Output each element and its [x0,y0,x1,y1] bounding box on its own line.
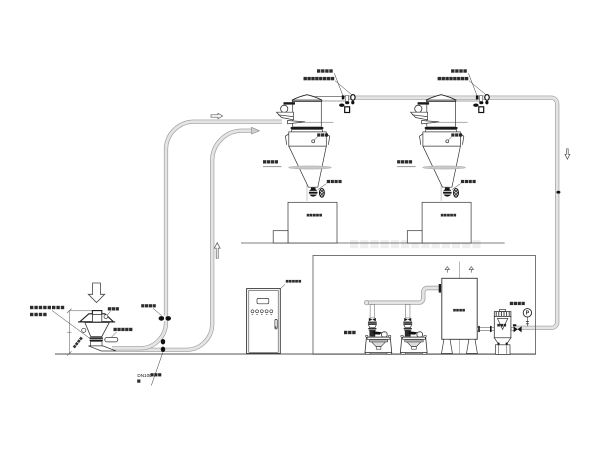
svg-text:P: P [526,311,530,317]
svg-text:DN100: DN100 [137,373,152,378]
